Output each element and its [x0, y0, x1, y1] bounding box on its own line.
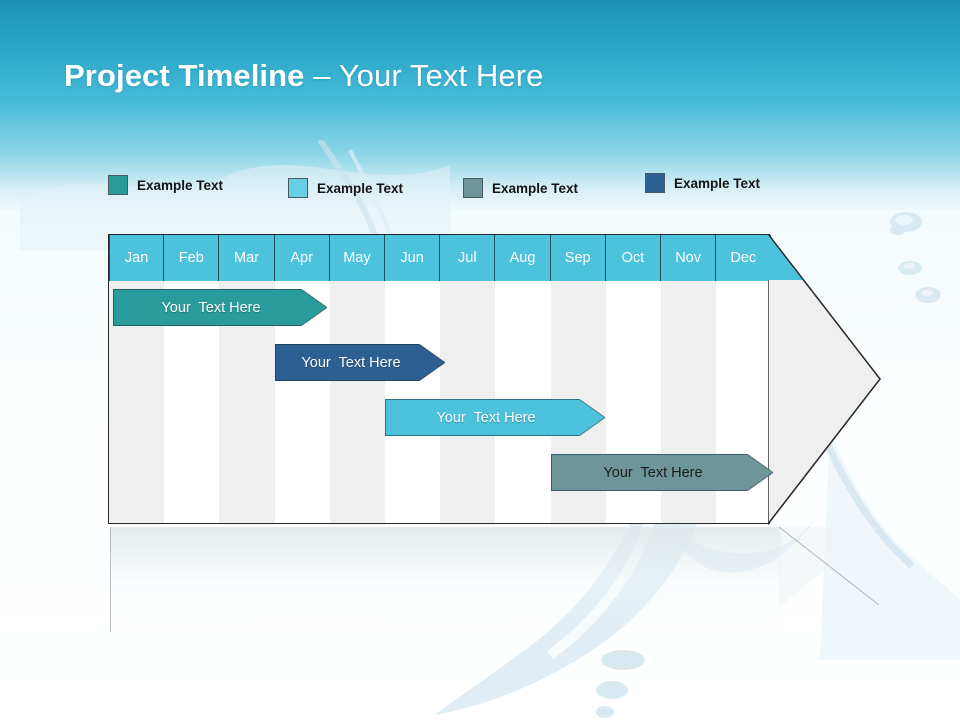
timeline-column: [440, 235, 496, 523]
month-header-oct[interactable]: Oct: [605, 235, 661, 281]
month-header-jan[interactable]: Jan: [109, 235, 165, 281]
legend-swatch: [288, 178, 308, 198]
month-header-mar[interactable]: Mar: [219, 235, 275, 281]
month-header-dec[interactable]: Dec: [716, 235, 772, 281]
legend-label: Example Text: [137, 177, 224, 193]
task-bar-arrow-tip: [418, 343, 446, 382]
timeline-arrow-head: [767, 231, 883, 527]
task-bar[interactable]: Your Text Here: [551, 453, 774, 492]
month-header-apr[interactable]: Apr: [274, 235, 330, 281]
legend-item[interactable]: Example Text: [463, 177, 578, 199]
task-bar-body: [113, 289, 301, 326]
legend-swatch: [463, 178, 483, 198]
task-bar-label: Your Text Here: [301, 354, 401, 371]
task-bar-arrow-tip: [578, 398, 606, 437]
month-header-nov[interactable]: Nov: [661, 235, 717, 281]
task-bar-label: Your Text Here: [436, 409, 536, 426]
task-bar-arrow-tip: [746, 453, 774, 492]
page-title: Project Timeline – Your Text Here: [64, 58, 543, 94]
task-bar-body: [385, 399, 579, 436]
task-bar-label: Your Text Here: [603, 464, 703, 481]
chart-reflection: [110, 527, 781, 632]
page-title-separator: –: [304, 58, 339, 93]
month-header-sep[interactable]: Sep: [550, 235, 606, 281]
legend-swatch: [108, 175, 128, 195]
task-bar[interactable]: Your Text Here: [385, 398, 606, 437]
task-bar[interactable]: Your Text Here: [275, 343, 446, 382]
legend-item[interactable]: Example Text: [108, 174, 223, 196]
timeline-column: [219, 235, 275, 523]
timeline-column: [109, 235, 165, 523]
task-bar-label: Your Text Here: [161, 299, 261, 316]
task-bar-body: [275, 344, 419, 381]
task-bar[interactable]: Your Text Here: [113, 288, 328, 327]
chart-reflection-arrow: [778, 526, 889, 622]
legend: Example Text Example Text Example Text Exam…: [108, 168, 828, 198]
legend-item[interactable]: Example Text: [645, 172, 760, 194]
legend-label: Example Text: [492, 180, 579, 196]
month-header-feb[interactable]: Feb: [164, 235, 220, 281]
task-bar-arrow-tip: [300, 288, 328, 327]
legend-label: Example Text: [674, 175, 761, 191]
page-title-light: Your Text Here: [338, 58, 544, 93]
legend-item[interactable]: Example Text: [288, 177, 403, 199]
month-header-jun[interactable]: Jun: [385, 235, 441, 281]
legend-label: Example Text: [317, 180, 404, 196]
task-bar-body: [551, 454, 747, 491]
page-title-strong: Project Timeline: [64, 58, 305, 93]
legend-swatch: [645, 173, 665, 193]
month-header-jul[interactable]: Jul: [440, 235, 496, 281]
month-header-may[interactable]: May: [329, 235, 385, 281]
month-header-aug[interactable]: Aug: [495, 235, 551, 281]
